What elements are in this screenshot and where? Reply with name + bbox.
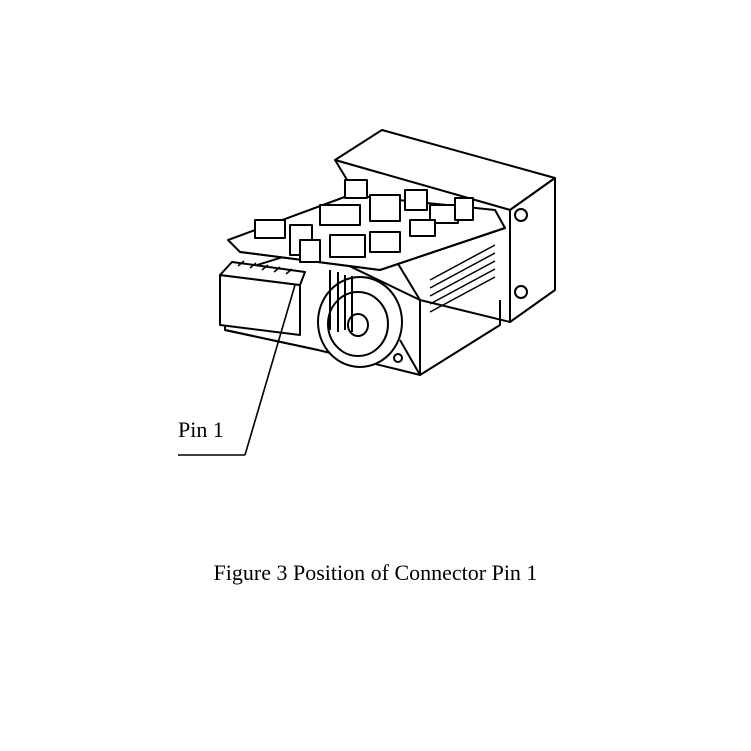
circuit-board — [227, 179, 506, 313]
pin1-leader-line — [178, 284, 296, 456]
connector — [219, 260, 306, 336]
round-component — [317, 270, 403, 368]
pin1-label: Pin 1 — [178, 417, 224, 442]
figure-caption: Figure 3 Position of Connector Pin 1 — [213, 560, 538, 585]
